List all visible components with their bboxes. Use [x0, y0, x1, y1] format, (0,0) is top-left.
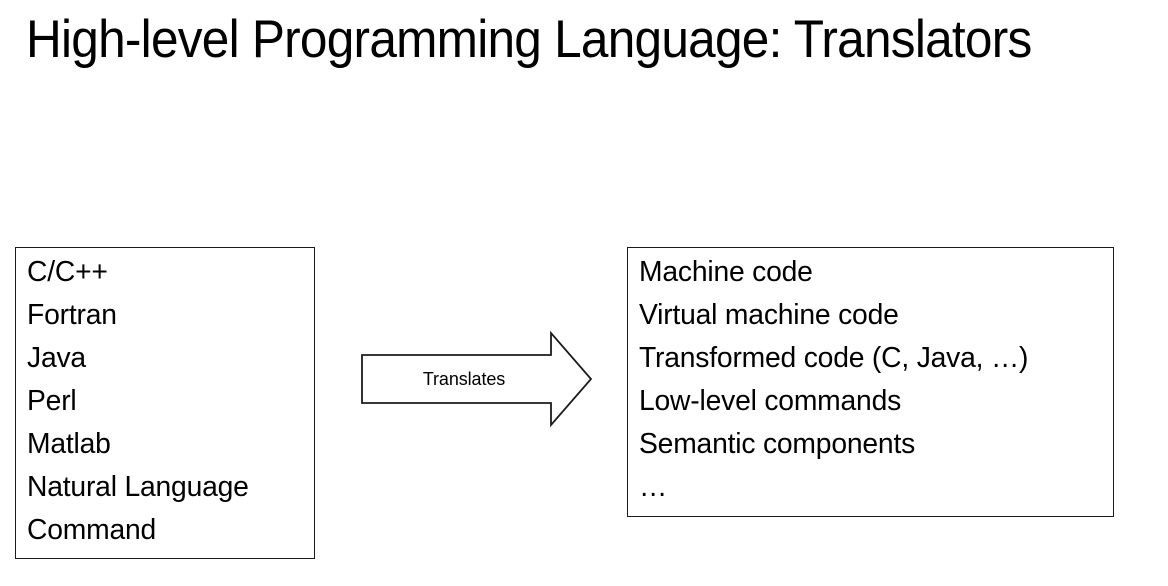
list-item: Perl: [27, 385, 77, 417]
list-item: Java: [27, 342, 86, 374]
target-outputs-box: Machine code Virtual machine code Transf…: [627, 247, 1114, 517]
source-languages-box: C/C++ Fortran Java Perl Matlab Natural L…: [15, 247, 315, 559]
list-item: Command: [27, 514, 157, 546]
list-item: …: [639, 471, 668, 503]
page-title: High-level Programming Language: Transla…: [26, 10, 1032, 69]
list-item: Semantic components: [639, 428, 916, 460]
list-item: Virtual machine code: [639, 299, 899, 331]
list-item: Natural Language: [27, 471, 249, 503]
list-item: Fortran: [27, 299, 117, 331]
list-item: Transformed code (C, Java, …): [639, 342, 1029, 374]
list-item: C/C++: [27, 256, 108, 288]
list-item: Low-level commands: [639, 385, 902, 417]
list-item: Matlab: [27, 428, 111, 460]
source-languages-list: C/C++ Fortran Java Perl Matlab Natural L…: [27, 251, 310, 552]
list-item: Machine code: [639, 256, 813, 288]
right-arrow-icon: [361, 330, 593, 428]
translates-arrow: Translates: [360, 330, 594, 428]
target-outputs-list: Machine code Virtual machine code Transf…: [639, 251, 1109, 509]
